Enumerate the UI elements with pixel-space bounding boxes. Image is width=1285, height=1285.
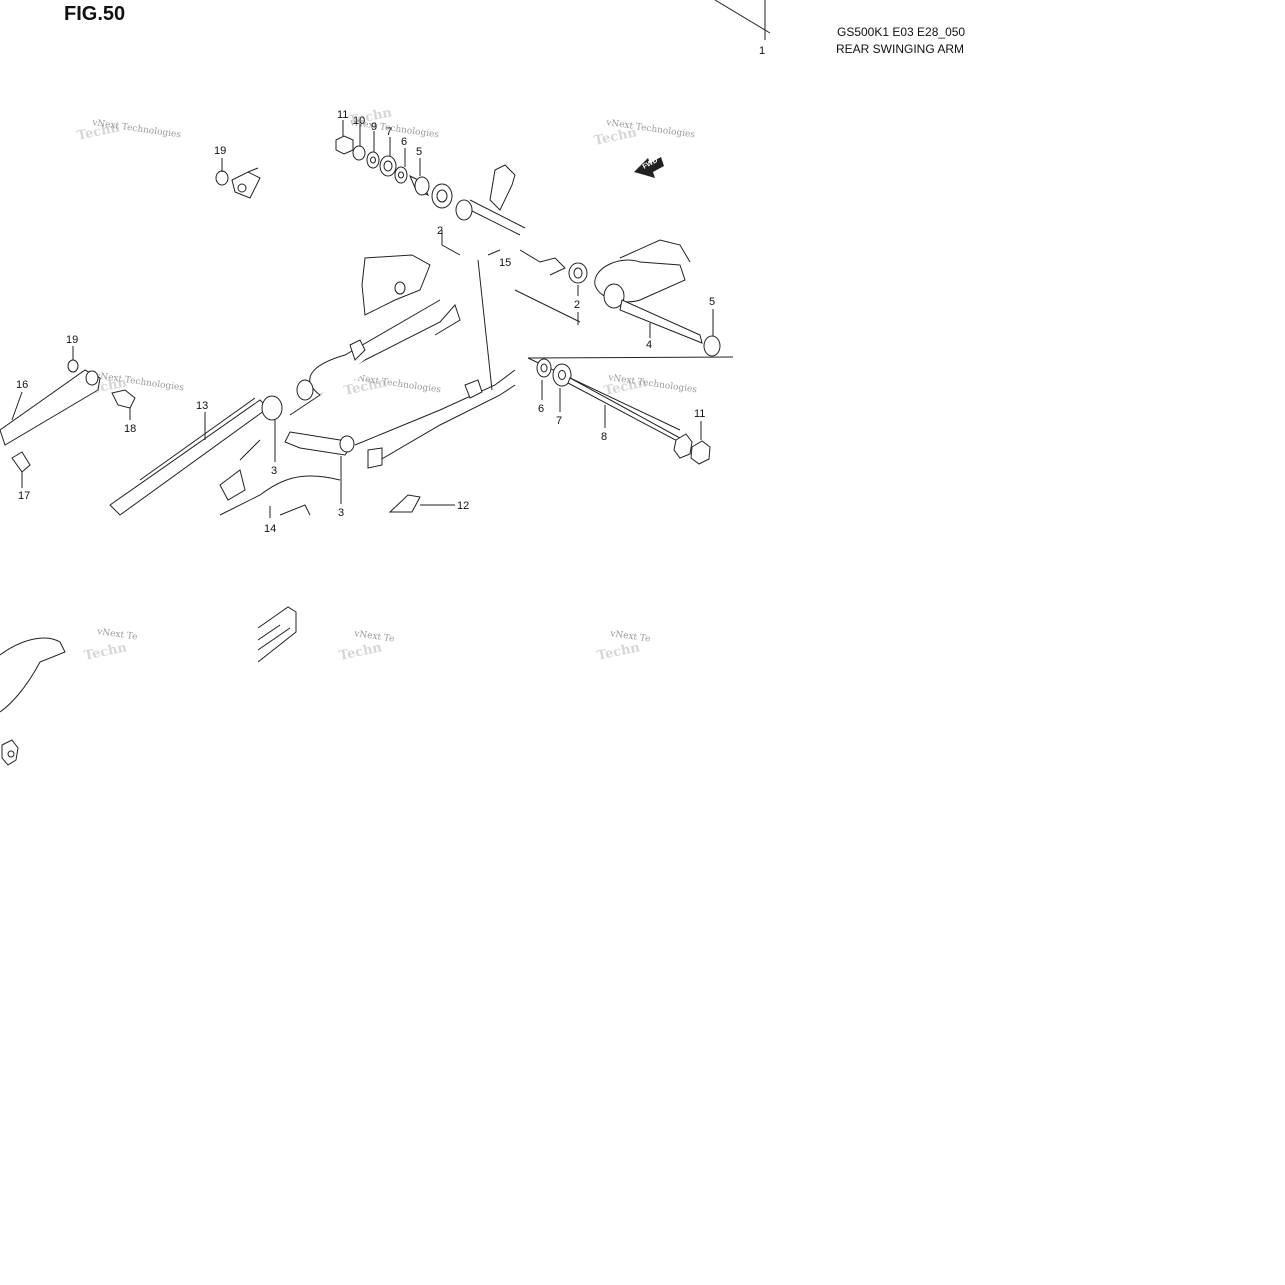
callout-6: 6 bbox=[401, 136, 407, 148]
callout-6: 6 bbox=[538, 403, 544, 415]
left-hardware bbox=[0, 167, 261, 473]
chain-guard bbox=[388, 494, 455, 513]
leader-lines bbox=[11, 120, 714, 518]
callout-7: 7 bbox=[556, 415, 562, 427]
callout-2: 2 bbox=[574, 299, 580, 311]
callout-12: 12 bbox=[457, 500, 469, 512]
lower-bolt-hardware bbox=[536, 358, 711, 465]
callout-16: 16 bbox=[16, 379, 28, 391]
swinging-arm-body bbox=[109, 164, 734, 516]
callout-15: 15 bbox=[499, 257, 511, 269]
callout-5: 5 bbox=[416, 146, 422, 158]
figure-title: FIG.50 bbox=[64, 3, 126, 25]
watermark-shadow: Techn bbox=[338, 640, 384, 664]
callout-3: 3 bbox=[271, 465, 277, 477]
upper-pivot-hardware bbox=[335, 135, 453, 209]
callout-11: 11 bbox=[694, 408, 705, 420]
callout-1: 1 bbox=[759, 45, 765, 57]
figure-code: GS500K1 E03 E28_050 bbox=[837, 25, 966, 39]
callout-11: 11 bbox=[337, 109, 348, 121]
callout-5: 5 bbox=[709, 296, 715, 308]
callout-10: 10 bbox=[353, 115, 365, 127]
pivot-shaft bbox=[619, 299, 721, 357]
callout-13: 13 bbox=[196, 400, 208, 412]
callout-19: 19 bbox=[214, 145, 226, 157]
watermark-shadow: Techn bbox=[83, 640, 129, 664]
figure-name: REAR SWINGING ARM bbox=[836, 42, 965, 56]
watermark: vNext Te bbox=[96, 627, 138, 643]
callout-14: 14 bbox=[264, 523, 276, 535]
callout-19: 19 bbox=[66, 334, 78, 346]
callout-8: 8 bbox=[601, 431, 607, 443]
callout-2: 2 bbox=[437, 225, 443, 237]
callout-9: 9 bbox=[371, 121, 377, 133]
callout-4: 4 bbox=[646, 339, 652, 351]
lower-fragments bbox=[0, 606, 297, 766]
callout-3: 3 bbox=[338, 507, 344, 519]
callout-17: 17 bbox=[18, 490, 30, 502]
callout-labels: 1 2 2 3 3 4 5 5 6 6 7 7 8 9 10 11 11 12 … bbox=[16, 45, 765, 535]
fwd-arrow-icon: FWD bbox=[634, 157, 664, 178]
watermark-shadow: Techn bbox=[596, 640, 642, 664]
part-1-leader bbox=[714, 0, 771, 40]
watermarks: Techn vNext Technologies Techn vNext Tec… bbox=[76, 105, 698, 664]
callout-18: 18 bbox=[124, 423, 136, 435]
callout-7: 7 bbox=[386, 126, 392, 138]
